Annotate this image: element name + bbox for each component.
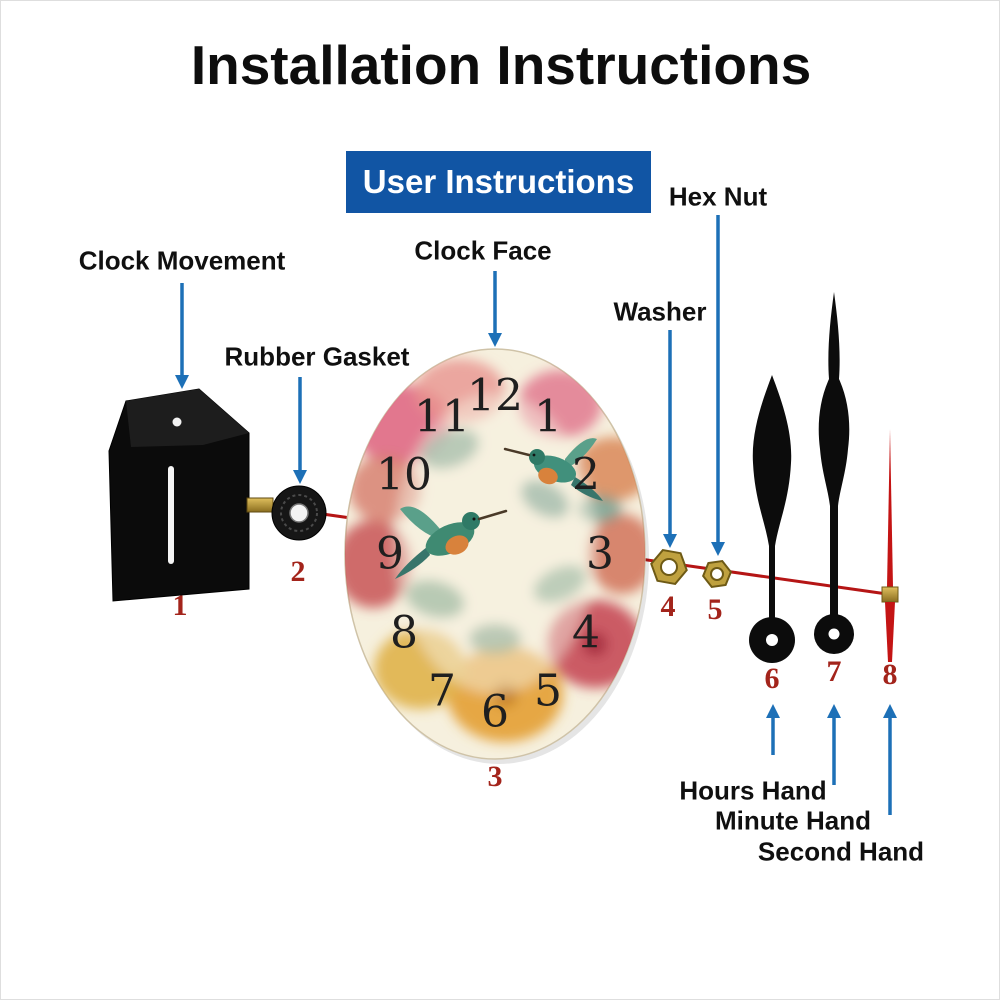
arrow-clock-face [488, 271, 502, 347]
washer [650, 548, 688, 586]
part-number-minute-hand: 7 [826, 655, 842, 688]
hours-hand [749, 375, 795, 663]
numeral-9: 9 [376, 529, 404, 580]
numeral-2: 2 [572, 450, 600, 501]
second-hand-label: Second Hand [757, 836, 925, 867]
clock-movement-label: Clock Movement [78, 245, 286, 276]
numeral-11: 11 [414, 392, 470, 443]
numeral-3: 3 [586, 529, 614, 580]
hummingbird-left [395, 506, 508, 579]
part-number-hex-nut: 5 [707, 593, 723, 626]
arrow-washer [663, 330, 677, 548]
numeral-4: 4 [572, 608, 600, 659]
hex-nut [701, 559, 733, 589]
part-number-rubber-gasket: 2 [290, 555, 306, 588]
movement-shaft [246, 497, 274, 513]
user-instructions-banner-label: User Instructions [362, 163, 635, 200]
numeral-12: 12 [467, 371, 523, 422]
rubber-gasket [271, 485, 327, 541]
clock-movement [108, 388, 274, 602]
arrow-second-hand [883, 704, 897, 815]
pointer-arrows [175, 215, 897, 815]
part-number-hours-hand: 6 [764, 662, 780, 695]
minute-hand-label: Minute Hand [715, 805, 871, 836]
part-number-clock-movement: 1 [172, 589, 188, 622]
part-number-washer: 4 [660, 590, 676, 623]
numeral-8: 8 [390, 608, 418, 659]
part-number-clock-face: 3 [487, 760, 503, 793]
numeral-7: 7 [428, 666, 456, 717]
hummingbird-right [503, 438, 603, 501]
numeral-6: 6 [481, 687, 509, 738]
arrow-clock-movement [175, 283, 189, 389]
clock-face-numerals: 12 1 2 3 4 5 6 7 8 9 10 11 [376, 371, 614, 738]
numeral-1: 1 [534, 392, 562, 443]
second-hand [881, 429, 899, 662]
minute-hand [814, 292, 854, 654]
hours-hand-label: Hours Hand [679, 775, 827, 806]
clock-face: 12 1 2 3 4 5 6 7 8 9 10 11 [344, 348, 649, 764]
numeral-5: 5 [534, 666, 562, 717]
hex-nut-label: Hex Nut [668, 181, 768, 212]
arrow-hex-nut [711, 215, 725, 556]
clock-face-label: Clock Face [414, 235, 552, 266]
numeral-10: 10 [376, 450, 432, 501]
arrow-hours-hand [766, 704, 780, 755]
arrow-rubber-gasket [293, 377, 307, 484]
user-instructions-banner: User Instructions [346, 151, 651, 213]
washer-label: Washer [613, 296, 707, 327]
part-number-second-hand: 8 [882, 658, 898, 691]
arrow-minute-hand [827, 704, 841, 785]
rubber-gasket-label: Rubber Gasket [224, 341, 410, 372]
page-title: Installation Instructions [190, 34, 812, 96]
